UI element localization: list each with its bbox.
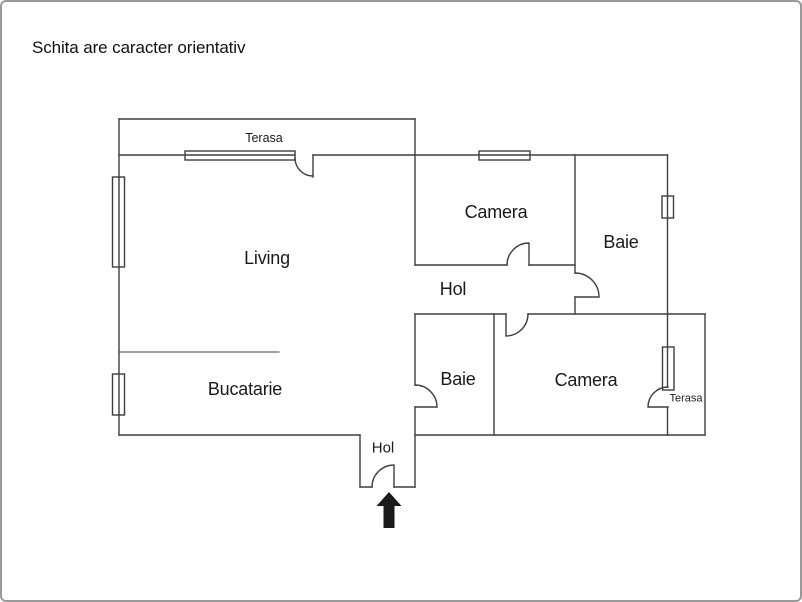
window-baie1-right xyxy=(661,195,675,219)
room-label-living: Living xyxy=(244,248,290,268)
page-title: Schita are caracter orientativ xyxy=(32,38,246,57)
window-terasa2 xyxy=(661,346,675,391)
door-camera1 xyxy=(506,242,530,266)
door-baie2 xyxy=(414,384,438,408)
entrance-arrow-icon xyxy=(376,492,402,528)
window-terasa xyxy=(184,150,296,161)
window-bucatarie-left xyxy=(111,373,126,416)
room-label-bucatarie: Bucatarie xyxy=(207,379,283,399)
window-living-left xyxy=(111,176,126,268)
room-label-baie-top: Baie xyxy=(603,232,639,252)
door-camera2 xyxy=(505,313,529,337)
room-label-hol-entrance: Hol xyxy=(371,439,395,457)
door-terasa-living xyxy=(294,154,314,178)
room-label-terasa-bottom: Terasa xyxy=(669,392,703,405)
room-label-terasa-top: Terasa xyxy=(245,130,283,145)
door-baie1 xyxy=(574,272,600,298)
door-terasa2 xyxy=(647,386,669,408)
window-camera1 xyxy=(478,150,531,161)
door-entrance xyxy=(371,464,395,488)
room-label-camera-top: Camera xyxy=(464,202,528,222)
room-label-camera-bottom: Camera xyxy=(554,370,618,390)
room-label-hol: Hol xyxy=(439,279,467,299)
room-label-baie-bottom: Baie xyxy=(440,369,476,389)
